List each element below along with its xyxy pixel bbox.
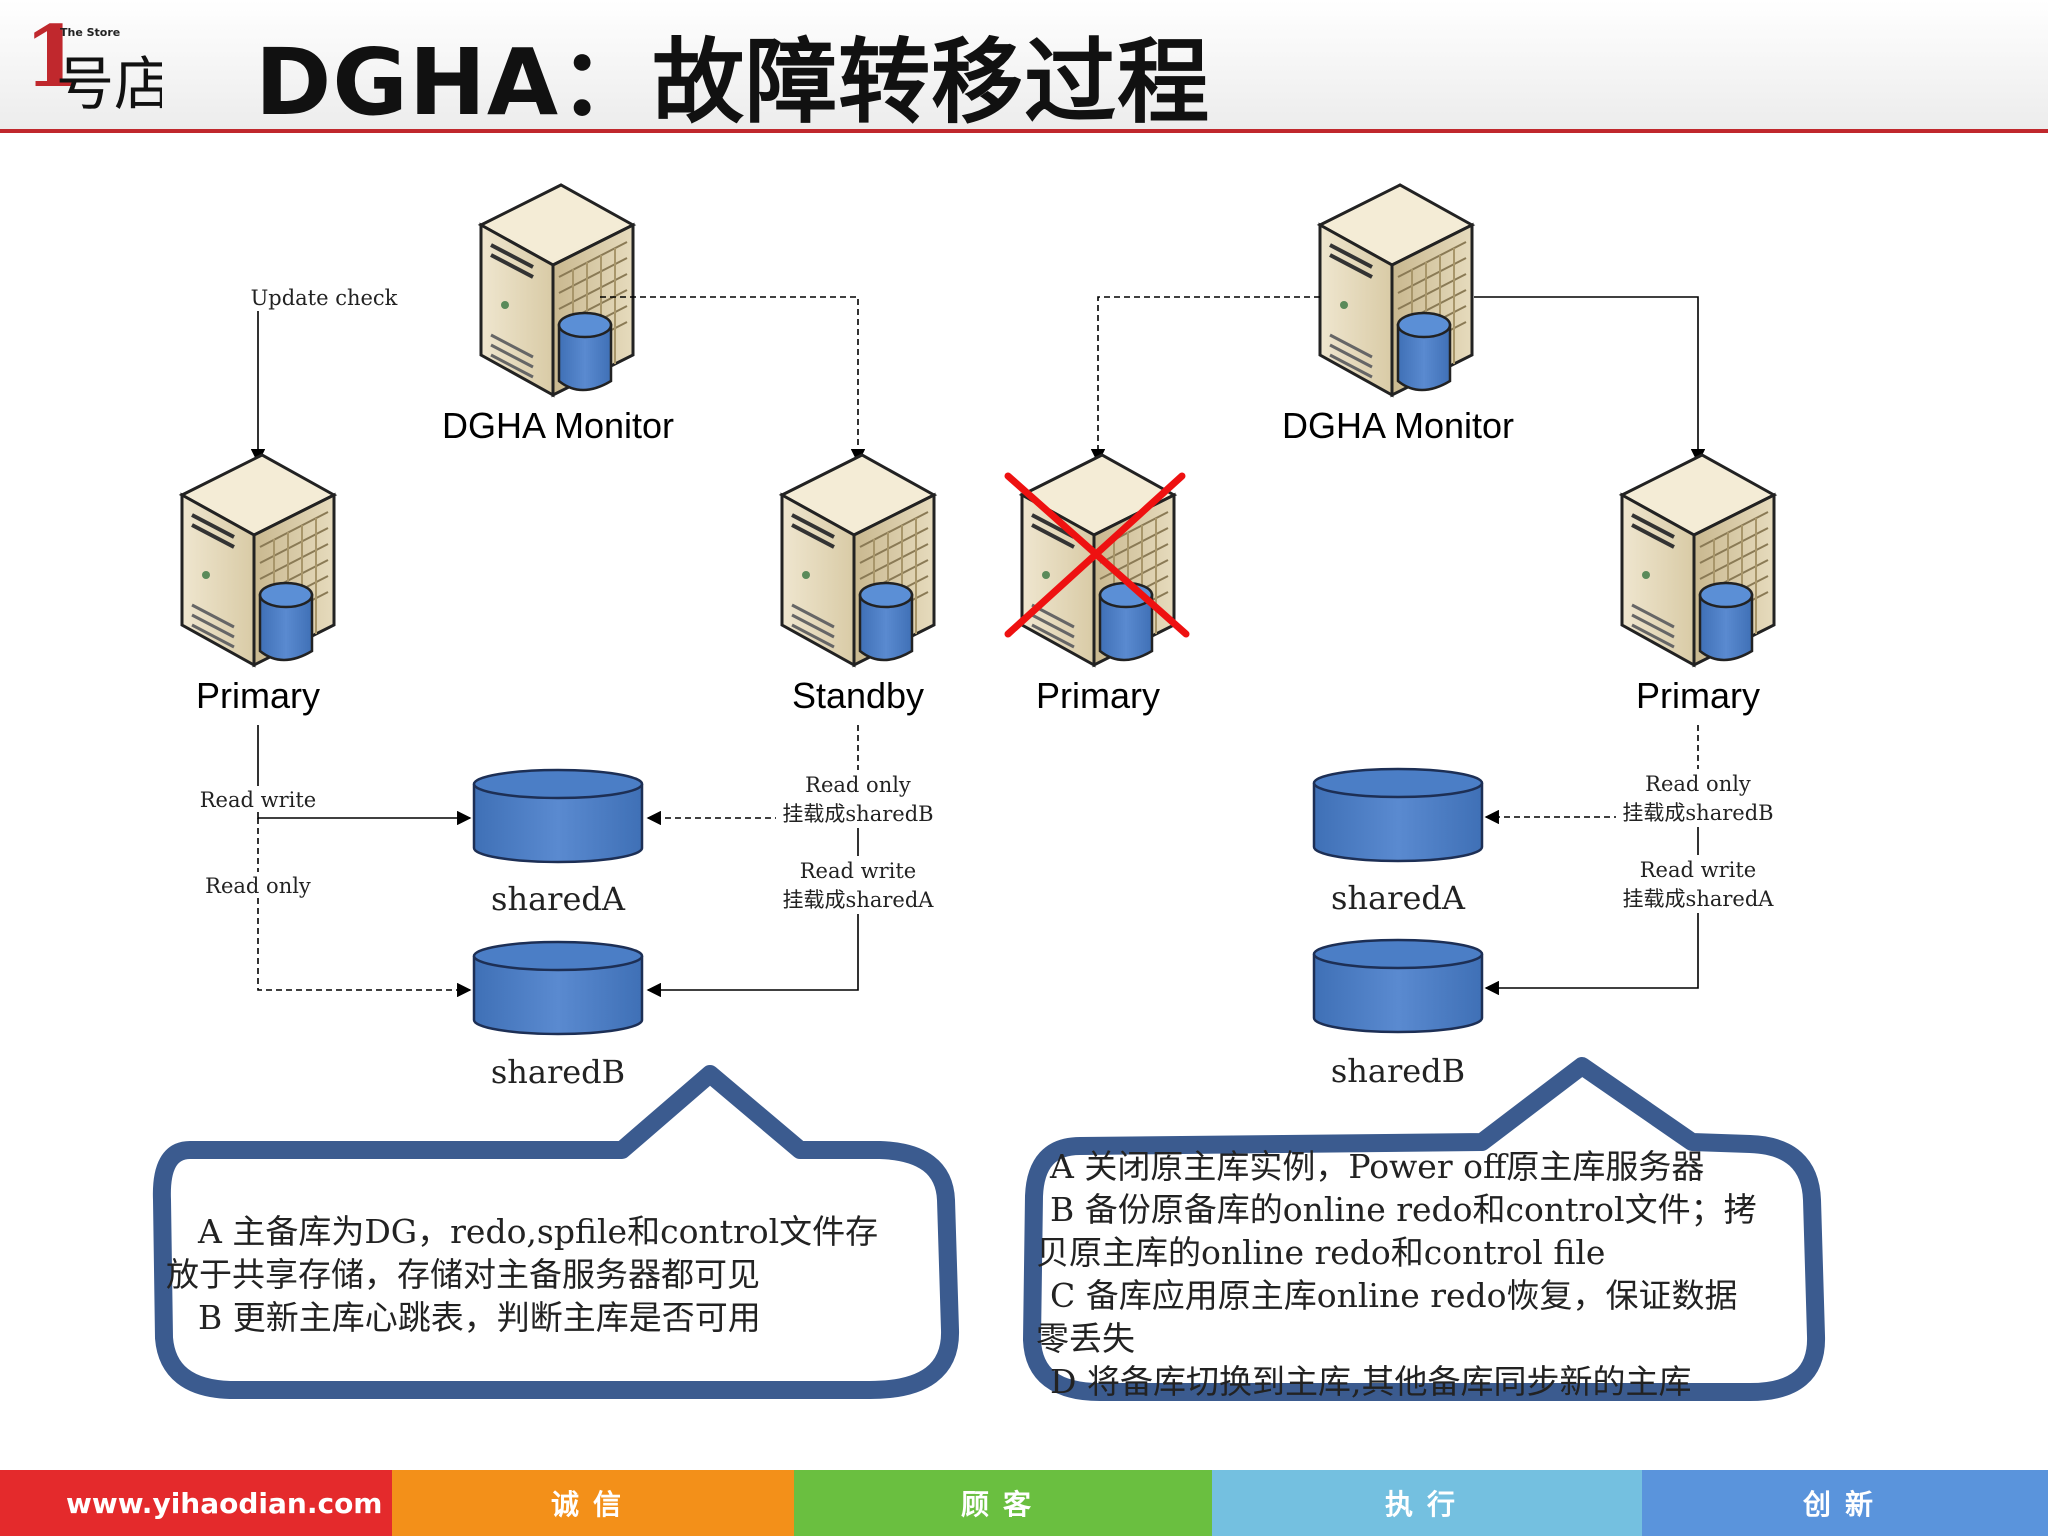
monitor-left-label: DGHA Monitor	[442, 405, 674, 446]
right-note-line: D 将备库切换到主库,其他备库同步新的主库	[1050, 1362, 1692, 1401]
right-mount-b-label: 挂载成sharedB	[1622, 801, 1773, 825]
header-divider	[0, 129, 2048, 133]
shared-a-left-disk-icon	[472, 768, 644, 864]
failover-diagram: DGHA Monitor Update check Primary Standb…	[152, 183, 1826, 1401]
standby-label: Standby	[792, 675, 924, 716]
right-note-text: A 关闭原主库实例，Power off原主库服务器 B 备份原备库的online…	[1036, 1145, 1757, 1403]
read-only-left-label: Read only	[205, 874, 311, 898]
read-write-label-bg	[196, 786, 322, 812]
footer-bar: www.yihaodian.com 诚信 顾客 执行 创新	[0, 1470, 2048, 1536]
page-title: DGHA：故障转移过程	[255, 29, 1211, 136]
footer-value-innovation: 创新	[1642, 1470, 2048, 1536]
failed-cross-icon	[1004, 472, 1190, 638]
failed-primary-label: Primary	[1036, 675, 1160, 716]
left-note-line: B 更新主库心跳表，判断主库是否可用	[198, 1298, 761, 1337]
monitor-right-label: DGHA Monitor	[1282, 405, 1514, 446]
left-note-line: 放于共享存储，存储对主备服务器都可见	[166, 1255, 760, 1294]
standby-rw-label-bg	[776, 856, 940, 914]
footer-value-customer: 顾客	[794, 1470, 1212, 1536]
monitor-new-primary-line	[1474, 296, 1706, 464]
svg-text:The Store: The Store	[60, 26, 120, 39]
svg-text:1: 1	[24, 7, 82, 106]
store-logo: 1 The Store 号店	[24, 7, 162, 118]
right-note-line: C 备库应用原主库online redo恢复，保证数据	[1050, 1276, 1738, 1315]
standby-read-write-label: Read write	[800, 859, 916, 883]
update-check-label-bg	[248, 283, 400, 311]
shared-a-left-label: sharedA	[491, 880, 626, 918]
primary-left-server-icon	[180, 453, 336, 667]
shared-b-left-label: sharedB	[491, 1053, 625, 1091]
footer-value-execution: 执行	[1212, 1470, 1642, 1536]
standby-server-icon	[780, 453, 936, 667]
right-note-line: 贝原主库的online redo和control file	[1036, 1233, 1606, 1272]
update-check-line	[250, 296, 398, 464]
standby-mount-b-label: 挂载成sharedB	[782, 802, 933, 826]
right-note-line: B 备份原备库的online redo和control文件；拷	[1050, 1190, 1757, 1229]
shared-b-right-label: sharedB	[1331, 1052, 1465, 1090]
shared-a-right-disk-icon	[1312, 767, 1484, 863]
monitor-standby-line	[600, 296, 866, 464]
standby-read-only-label: Read only	[805, 773, 911, 797]
right-note-line: A 关闭原主库实例，Power off原主库服务器	[1050, 1147, 1705, 1186]
new-primary-server-icon	[1620, 453, 1776, 667]
left-note-callout	[152, 1065, 960, 1399]
shared-a-right-label: sharedA	[1331, 879, 1466, 917]
dgha-monitor-right-server-icon	[1318, 183, 1474, 397]
header-bar	[0, 0, 2048, 130]
right-read-write-label: Read write	[1640, 858, 1756, 882]
left-note-line: A 主备库为DG，redo,spfile和control文件存	[198, 1212, 879, 1251]
footer-value-integrity: 诚信	[392, 1470, 794, 1536]
svg-text:号店: 号店	[56, 50, 162, 118]
primary-left-label: Primary	[196, 675, 320, 716]
new-primary-label: Primary	[1636, 675, 1760, 716]
shared-b-left-disk-icon	[472, 940, 644, 1036]
right-rw-label-bg	[1616, 855, 1780, 913]
standby-mount-a-label: 挂载成sharedA	[783, 888, 935, 912]
monitor-failed-primary-line	[1090, 296, 1320, 464]
dgha-monitor-left-server-icon	[479, 183, 635, 397]
right-note-line: 零丢失	[1036, 1319, 1135, 1358]
shared-b-right-disk-icon	[1312, 938, 1484, 1034]
standby-ro-label-bg	[776, 770, 940, 828]
footer-url[interactable]: www.yihaodian.com	[0, 1470, 392, 1536]
right-note-callout	[1023, 1057, 1826, 1401]
right-ro-label-bg	[1616, 769, 1780, 827]
read-only-label-bg	[200, 872, 316, 898]
read-write-left-label: Read write	[200, 788, 316, 812]
left-note-text: A 主备库为DG，redo,spfile和control文件存 放于共享存储，存…	[166, 1210, 878, 1339]
right-mount-a-label: 挂载成sharedA	[1623, 887, 1775, 911]
update-check-label: Update check	[251, 286, 398, 310]
primary-read-only-line	[257, 818, 472, 998]
right-read-only-label: Read only	[1645, 772, 1751, 796]
